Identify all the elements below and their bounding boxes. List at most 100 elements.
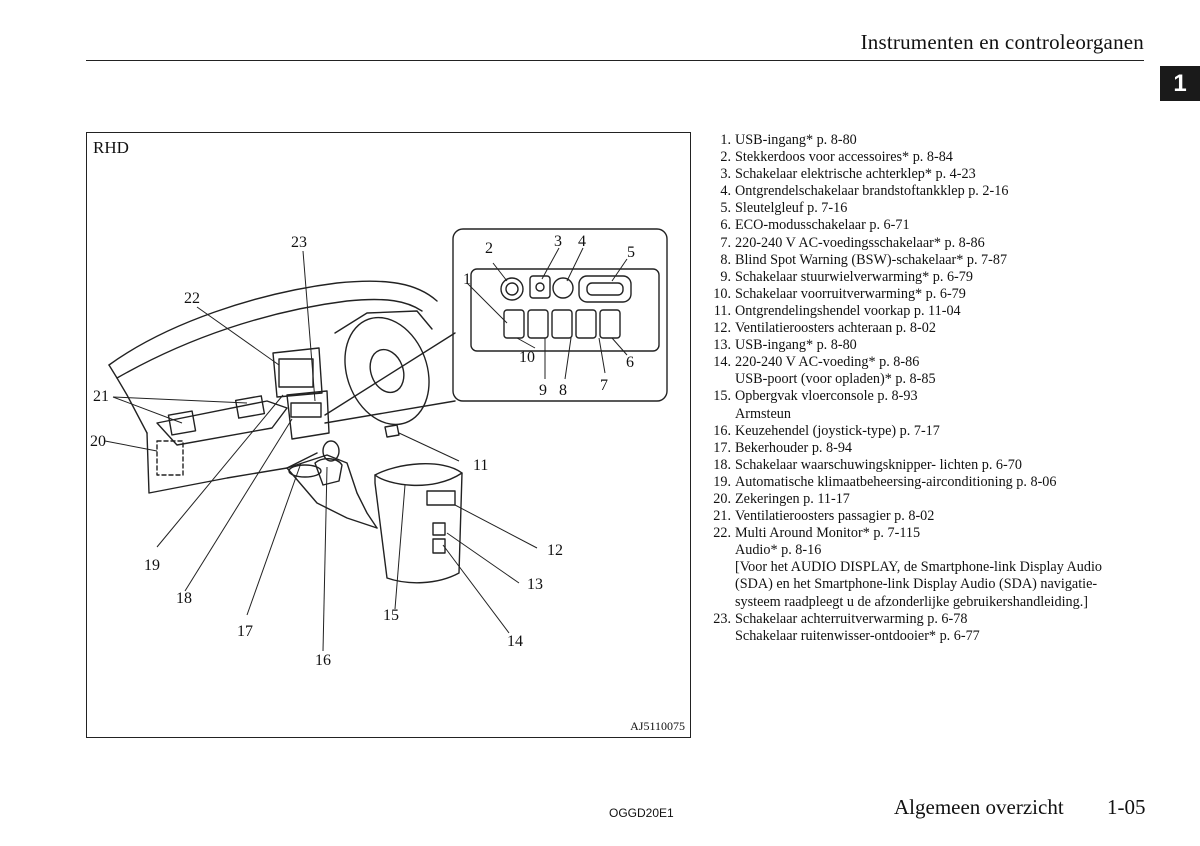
power-tailgate-switch: [529, 275, 551, 299]
legend-number: 19.: [713, 473, 731, 490]
legend-number: 13.: [713, 337, 731, 354]
legend-number: 20.: [713, 490, 731, 507]
callout-5: 5: [627, 244, 635, 261]
legend-text: Ontgrendelingshendel voorkap p. 11-04: [735, 302, 961, 319]
legend-text: Automatische klimaatbeheersing-aircondit…: [735, 473, 1057, 490]
legend-number: 22.: [713, 525, 731, 542]
legend-text: Zekeringen p. 11-17: [735, 490, 850, 507]
callout-9: 9: [539, 382, 547, 399]
legend-item-continuation: Schakelaar ruitenwisser-ontdooier* p. 6-…: [735, 627, 980, 644]
dash-top-outline: [108, 280, 438, 366]
legend-text: 220-240 V AC-voeding* p. 8-86: [735, 354, 920, 371]
fuel-lid-switch: [552, 277, 574, 299]
legend-item: 14.220-240 V AC-voeding* p. 8-86: [705, 354, 1145, 371]
legend-number: 15.: [713, 388, 731, 405]
legend-text: Multi Around Monitor* p. 7-115: [735, 525, 921, 542]
legend-item: 17.Bekerhouder p. 8-94: [705, 440, 1145, 457]
callout-labels: 1 2 3 4 5 6 7 8 9 10 11 12 13 14 15 16 1…: [90, 233, 635, 669]
legend-number: 5.: [720, 200, 731, 217]
callout-15: 15: [383, 607, 399, 624]
legend-item-continuation: systeem raadpleegt u de afzonderlijke ge…: [735, 593, 1088, 610]
legend-item-continuation: Armsteun: [735, 405, 791, 422]
legend-text: Ventilatieroosters achteraan p. 8-02: [735, 320, 936, 337]
legend-item: 23.Schakelaar achterruitverwarming p. 6-…: [705, 611, 1145, 628]
switch-9: [527, 309, 549, 339]
legend-number: 4.: [720, 183, 731, 200]
callout-22: 22: [184, 290, 200, 307]
dashboard-illustration: 1 2 3 4 5 6 7 8 9 10 11 12 13 14 15 16 1…: [90, 228, 668, 669]
center-stack-controls: [290, 402, 322, 418]
center-console: [286, 454, 378, 529]
shift-joystick: [314, 458, 343, 486]
legend-text: Schakelaar stuurwielverwarming* p. 6-79: [735, 268, 973, 285]
legend-item: 22.Multi Around Monitor* p. 7-115: [705, 525, 1145, 542]
callout-20: 20: [90, 433, 106, 450]
legend-item: 2.Stekkerdoos voor accessoires* p. 8-84: [705, 149, 1145, 166]
callout-1: 1: [463, 271, 471, 288]
legend-item: 19.Automatische klimaatbeheersing-aircon…: [705, 474, 1145, 491]
ac-outlet-rear: [432, 538, 446, 554]
callout-13: 13: [527, 576, 543, 593]
legend-text: Opbergvak vloerconsole p. 8-93: [735, 388, 918, 405]
legend-text: USB-ingang* p. 8-80: [735, 337, 857, 354]
legend-number: 17.: [713, 439, 731, 456]
leader-lines: [104, 247, 628, 652]
legend-item: 10.Schakelaar voorruitverwarming* p. 6-7…: [705, 286, 1145, 303]
callout-11: 11: [473, 457, 488, 474]
callout-10: 10: [519, 349, 535, 366]
running-header-title: Instrumenten en controleorganen: [860, 30, 1144, 54]
legend-number: 1.: [720, 132, 731, 148]
legend-item: 1.USB-ingang* p. 8-80: [705, 132, 1145, 149]
passenger-vent-right: [234, 395, 266, 419]
switch-panel-inset: [452, 228, 668, 402]
legend-text: Schakelaar voorruitverwarming* p. 6-79: [735, 285, 966, 302]
callout-17: 17: [237, 623, 253, 640]
callout-18: 18: [176, 590, 192, 607]
callout-3: 3: [554, 233, 562, 250]
legend-item: 9.Schakelaar stuurwielverwarming* p. 6-7…: [705, 269, 1145, 286]
legend-item: 21.Ventilatieroosters passagier p. 8-02: [705, 508, 1145, 525]
legend-number: 9.: [720, 268, 731, 285]
legend-item: 12.Ventilatieroosters achteraan p. 8-02: [705, 320, 1145, 337]
steering-wheel: [344, 316, 430, 426]
chapter-tab[interactable]: 1: [1160, 66, 1200, 101]
legend-number: 10.: [713, 285, 731, 302]
legend-text: Ontgrendelschakelaar brandstoftankklep p…: [735, 183, 1009, 200]
callout-19: 19: [144, 557, 160, 574]
legend-item-continuation: Audio* p. 8-16: [735, 542, 822, 559]
page-number: 1-05: [1107, 795, 1146, 819]
switch-6: [599, 309, 621, 339]
legend-item-continuation: [Voor het AUDIO DISPLAY, de Smartphone-l…: [735, 559, 1103, 576]
legend-item-continuation: (SDA) en het Smartphone-link Display Aud…: [735, 576, 1098, 593]
callout-23: 23: [291, 234, 307, 251]
figure-code: AJ5110075: [630, 719, 685, 733]
zoom-line-lower: [324, 400, 456, 424]
switch-8: [551, 309, 573, 339]
legend-text: USB-ingang* p. 8-80: [735, 132, 857, 148]
callout-7: 7: [600, 377, 608, 394]
legend-item: 8.Blind Spot Warning (BSW)-schakelaar* p…: [705, 252, 1145, 269]
legend-item: 11.Ontgrendelingshendel voorkap p. 11-04: [705, 303, 1145, 320]
legend-number: 23.: [713, 610, 731, 627]
callout-21: 21: [93, 388, 109, 405]
callout-12: 12: [547, 542, 563, 559]
rear-vents: [426, 490, 456, 506]
legend-number: 11.: [713, 302, 731, 319]
legend-item: 16.Keuzehendel (joystick-type) p. 7-17: [705, 423, 1145, 440]
switch-7: [575, 309, 597, 339]
legend-item: 15.Opbergvak vloerconsole p. 8-93: [705, 388, 1145, 405]
zoom-line-upper: [324, 332, 456, 416]
callout-2: 2: [485, 240, 493, 257]
armrest-console: [374, 463, 463, 584]
usb-port-rear: [432, 522, 446, 536]
legend-text: Blind Spot Warning (BSW)-schakelaar* p. …: [735, 251, 1008, 268]
legend-text: 220-240 V AC-voedingsschakelaar* p. 8-86: [735, 234, 985, 251]
legend-item: 13.USB-ingang* p. 8-80: [705, 337, 1145, 354]
legend-text: Keuzehendel (joystick-type) p. 7-17: [735, 422, 940, 439]
legend-text: ECO-modusschakelaar p. 6-71: [735, 217, 910, 234]
passenger-vent-left: [167, 410, 197, 436]
legend-text: Schakelaar elektrische achterklep* p. 4-…: [735, 166, 976, 183]
footer-section-title: Algemeen overzicht: [894, 795, 1064, 819]
legend-number: 3.: [720, 166, 731, 183]
